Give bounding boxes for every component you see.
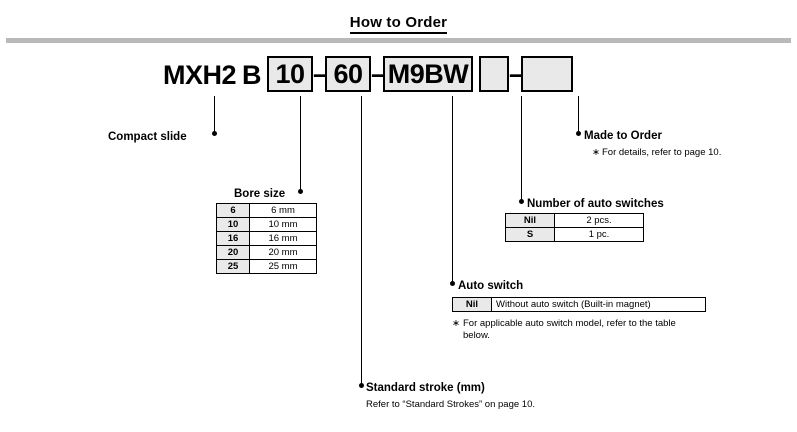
bore-value-3: 20 mm [249,245,317,260]
bore-value-0: 6 mm [249,203,317,218]
switch-qty-code-0: Nil [505,213,555,228]
table-bore-size: 6 6 mm 10 10 mm 16 16 mm 20 20 mm 25 25 … [216,203,317,274]
table-row: 16 16 mm [216,231,317,246]
part-number-string: MXH2 B 10 – 60 – M9BW – [163,56,574,94]
pn-series: B [242,60,262,90]
page-title: How to Order [0,14,797,34]
note-made-to-order-bullet: ∗ [592,147,600,158]
leader-bore-size-dot [298,189,303,194]
label-auto-switch: Auto switch [458,280,524,292]
label-made-to-order: Made to Order [584,130,662,142]
pn-dash-3: – [509,59,525,89]
table-row: 25 25 mm [216,259,317,274]
table-row: S 1 pc. [505,227,644,242]
table-auto-switch: Nil Without auto switch (Built-in magnet… [452,297,706,312]
leader-standard-stroke-dot [359,383,364,388]
bore-value-1: 10 mm [249,217,317,232]
label-standard-stroke: Standard stroke (mm) [366,382,485,394]
bore-code-1: 10 [216,217,250,232]
bore-value-4: 25 mm [249,259,317,274]
auto-switch-value-0: Without auto switch (Built-in magnet) [491,297,706,312]
leader-standard-stroke-vertical [361,96,362,386]
note-made-to-order: For details, refer to page 10. [602,147,722,158]
pn-dash-1: – [313,59,329,89]
leader-compact-slide-vertical [214,96,215,133]
note-auto-switch: For applicable auto switch model, refer … [463,318,676,341]
leader-switch-qty-vertical [521,96,522,201]
switch-qty-value-1: 1 pc. [554,227,644,242]
pn-dash-2: – [371,59,387,89]
table-number-of-auto-switches: Nil 2 pcs. S 1 pc. [505,213,644,242]
note-standard-stroke: Refer to “Standard Strokes” on page 10. [366,399,535,410]
bore-code-0: 6 [216,203,250,218]
label-compact-slide: Compact slide [108,131,187,143]
leader-compact-slide-dot [212,131,217,136]
leader-switch-qty-dot [519,199,524,204]
table-row: Nil 2 pcs. [505,213,644,228]
table-row: 6 6 mm [216,203,317,218]
table-row: Nil Without auto switch (Built-in magnet… [452,297,706,312]
auto-switch-code-0: Nil [452,297,492,312]
label-number-of-auto-switches: Number of auto switches [527,198,664,210]
bore-code-3: 20 [216,245,250,260]
leader-auto-switch-vertical [452,96,453,283]
pn-stroke-box[interactable]: 60 [325,56,372,92]
table-row: 10 10 mm [216,217,317,232]
bore-code-2: 16 [216,231,250,246]
label-bore-size: Bore size [234,188,286,200]
pn-prefix: MXH2 [163,60,237,90]
switch-qty-code-1: S [505,227,555,242]
page-title-text: How to Order [349,14,448,34]
pn-switch-qty-box[interactable] [479,56,510,92]
bore-value-2: 16 mm [249,231,317,246]
pn-bore-box[interactable]: 10 [267,56,314,92]
leader-made-to-order-dot [576,131,581,136]
leader-auto-switch-dot [450,281,455,286]
note-auto-switch-bullet: ∗ [452,318,460,329]
header-rule [6,38,791,43]
leader-bore-size-vertical [300,96,301,191]
bore-code-4: 25 [216,259,250,274]
switch-qty-value-0: 2 pcs. [554,213,644,228]
table-row: 20 20 mm [216,245,317,260]
pn-made-to-order-box[interactable] [521,56,574,92]
pn-auto-switch-box[interactable]: M9BW [383,56,474,92]
leader-made-to-order-vertical [578,96,579,134]
